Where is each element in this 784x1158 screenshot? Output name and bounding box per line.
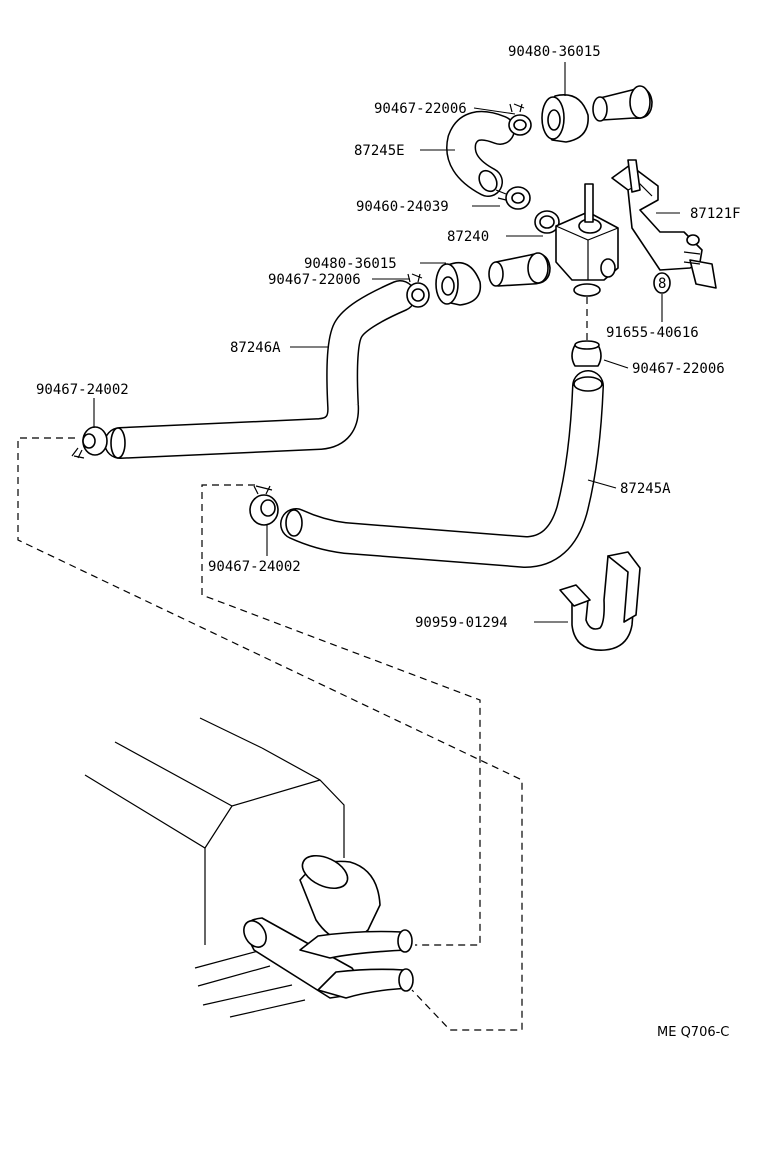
leader-lines — [93, 62, 680, 623]
grommet-middle — [435, 261, 482, 306]
label-90467-22006-top: 90467-22006 — [374, 101, 467, 117]
diagram-code: ME Q706-C — [657, 1025, 729, 1040]
clip-90959-01294 — [559, 551, 641, 651]
valve-87240 — [534, 183, 619, 297]
label-90480-36015-mid: 90480-36015 — [304, 256, 397, 272]
label-91655-40616: 91655-40616 — [606, 325, 699, 341]
label-90467-24002-left: 90467-24002 — [36, 382, 129, 398]
dashed-reference-lines — [17, 297, 588, 1031]
clamp-90467-22006-mid — [406, 273, 430, 308]
label-90959-01294: 90959-01294 — [415, 615, 508, 631]
grommet-upper — [541, 94, 589, 143]
label-90467-24002-right: 90467-24002 — [208, 559, 301, 575]
label-87245E: 87245E — [354, 143, 405, 159]
bolt-91655-40616: 8 — [653, 272, 671, 294]
label-90460-24039: 90460-24039 — [356, 199, 449, 215]
label-87245A: 87245A — [620, 481, 671, 497]
clamp-90467-24002-right — [249, 485, 279, 526]
pipe-middle — [488, 252, 551, 287]
label-87246A: 87246A — [230, 340, 281, 356]
clamp-90467-22006-lower — [571, 340, 602, 367]
clamp-90467-22006-top — [508, 103, 532, 136]
clamp-90467-24002-left — [71, 426, 108, 459]
label-90467-22006-mid: 90467-22006 — [268, 272, 361, 288]
clamp-90460-24039 — [495, 186, 531, 210]
heater-unit-outline — [84, 717, 414, 1018]
label-90480-36015-top: 90480-36015 — [508, 44, 601, 60]
bracket-87121F — [611, 159, 717, 289]
label-87121F: 87121F — [690, 206, 741, 222]
pipe-upper — [592, 85, 653, 122]
hose-87246A — [104, 280, 416, 459]
svg-text:8: 8 — [658, 276, 666, 292]
hose-87245A — [280, 370, 604, 568]
hose-87245E — [446, 110, 515, 197]
label-90467-22006-lower: 90467-22006 — [632, 361, 725, 377]
label-87240: 87240 — [447, 229, 489, 245]
